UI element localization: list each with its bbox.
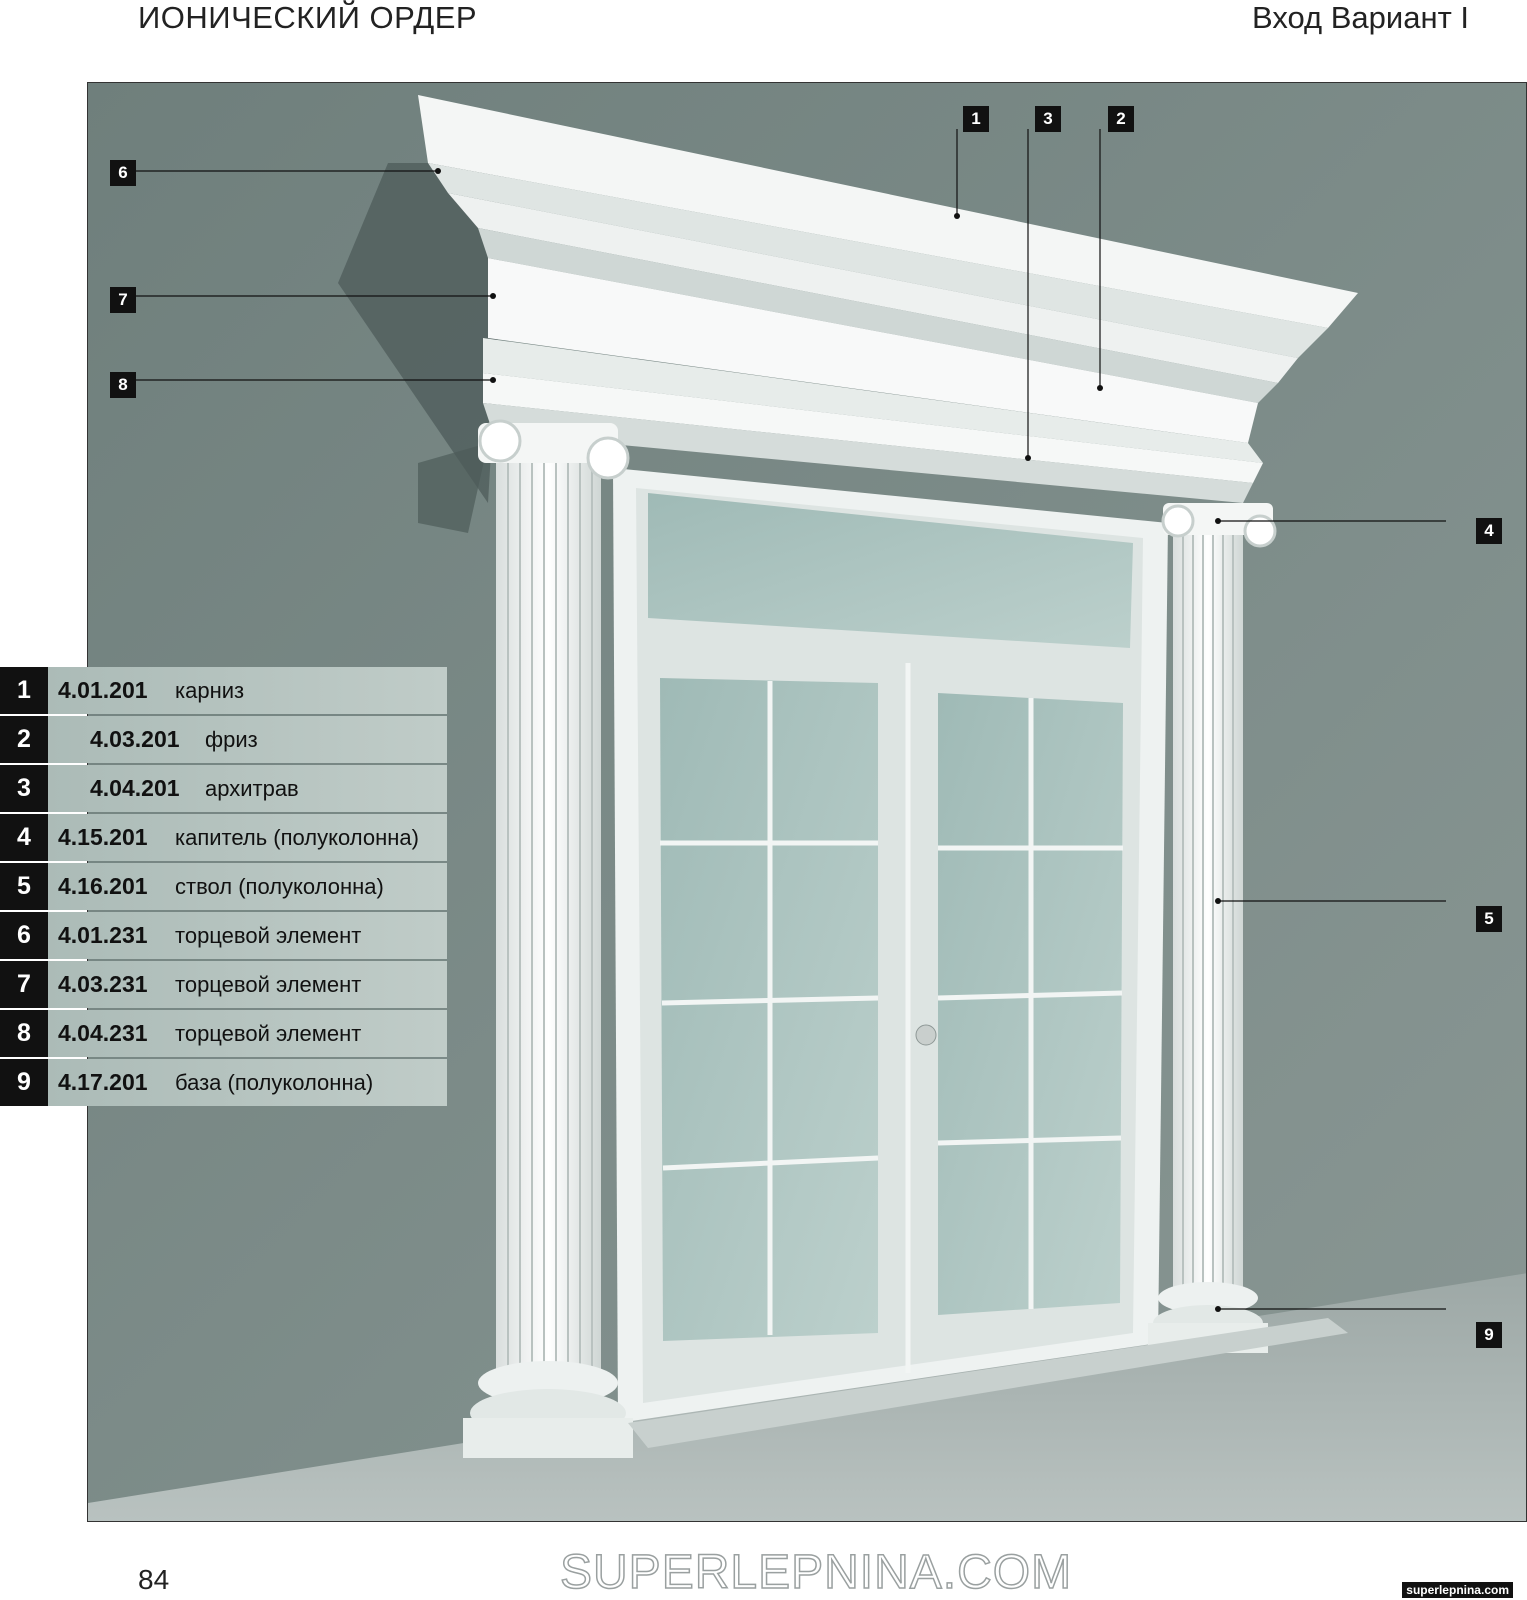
callout-7: 7 bbox=[110, 287, 136, 313]
parts-legend: 1 4.01.201 карниз 2 4.03.201 фриз 3 4.04… bbox=[0, 667, 447, 1108]
legend-name: торцевой элемент bbox=[175, 972, 362, 997]
legend-code: 4.01.201 bbox=[58, 677, 148, 703]
callout-9: 9 bbox=[1476, 1322, 1502, 1348]
page-number: 84 bbox=[138, 1564, 170, 1595]
site-watermark: SUPERLEPNINA.COM bbox=[559, 1545, 1073, 1600]
legend-name: торцевой элемент bbox=[175, 1021, 362, 1046]
legend-number: 3 bbox=[0, 765, 48, 812]
legend-number: 4 bbox=[0, 814, 48, 861]
legend-name: база (полуколонна) bbox=[175, 1070, 374, 1095]
legend-number: 7 bbox=[0, 961, 48, 1008]
legend-name: торцевой элемент bbox=[175, 923, 362, 948]
legend-row: 6 4.01.231 торцевой элемент bbox=[0, 912, 447, 959]
legend-code: 4.15.201 bbox=[58, 824, 148, 850]
legend-code: 4.04.201 bbox=[90, 775, 180, 801]
legend-code: 4.03.201 bbox=[90, 726, 180, 752]
legend-row: 3 4.04.201 архитрав bbox=[0, 765, 447, 812]
legend-number: 5 bbox=[0, 863, 48, 910]
legend-number: 9 bbox=[0, 1059, 48, 1106]
legend-code: 4.03.231 bbox=[58, 971, 148, 997]
callout-2: 2 bbox=[1108, 106, 1134, 132]
legend-name: карниз bbox=[175, 678, 245, 703]
callout-6: 6 bbox=[110, 160, 136, 186]
callout-4: 4 bbox=[1476, 518, 1502, 544]
legend-code: 4.16.201 bbox=[58, 873, 148, 899]
callout-5: 5 bbox=[1476, 906, 1502, 932]
legend-row: 5 4.16.201 ствол (полуколонна) bbox=[0, 863, 447, 910]
legend-row: 9 4.17.201 база (полуколонна) bbox=[0, 1059, 447, 1106]
legend-code: 4.17.201 bbox=[58, 1069, 148, 1095]
legend-row: 1 4.01.201 карниз bbox=[0, 667, 447, 714]
callout-3: 3 bbox=[1035, 106, 1061, 132]
legend-row: 2 4.03.201 фриз bbox=[0, 716, 447, 763]
legend-number: 2 bbox=[0, 716, 48, 763]
entrance-illustration bbox=[87, 82, 1527, 1522]
variant-title: Вход Вариант I bbox=[1252, 0, 1469, 35]
legend-number: 8 bbox=[0, 1010, 48, 1057]
legend-number: 6 bbox=[0, 912, 48, 959]
legend-row: 8 4.04.231 торцевой элемент bbox=[0, 1010, 447, 1057]
site-small-label: superlepnina.com bbox=[1402, 1582, 1513, 1598]
legend-code: 4.01.231 bbox=[58, 922, 148, 948]
legend-code: 4.04.231 bbox=[58, 1020, 148, 1046]
legend-row: 7 4.03.231 торцевой элемент bbox=[0, 961, 447, 1008]
page-title: ИОНИЧЕСКИЙ ОРДЕР bbox=[138, 0, 478, 35]
legend-row: 4 4.15.201 капитель (полуколонна) bbox=[0, 814, 447, 861]
legend-name: фриз bbox=[205, 727, 258, 752]
legend-name: архитрав bbox=[205, 776, 299, 801]
callout-1: 1 bbox=[963, 106, 989, 132]
legend-number: 1 bbox=[0, 667, 48, 714]
legend-name: капитель (полуколонна) bbox=[175, 825, 419, 850]
callout-8: 8 bbox=[110, 372, 136, 398]
legend-name: ствол (полуколонна) bbox=[175, 874, 384, 899]
